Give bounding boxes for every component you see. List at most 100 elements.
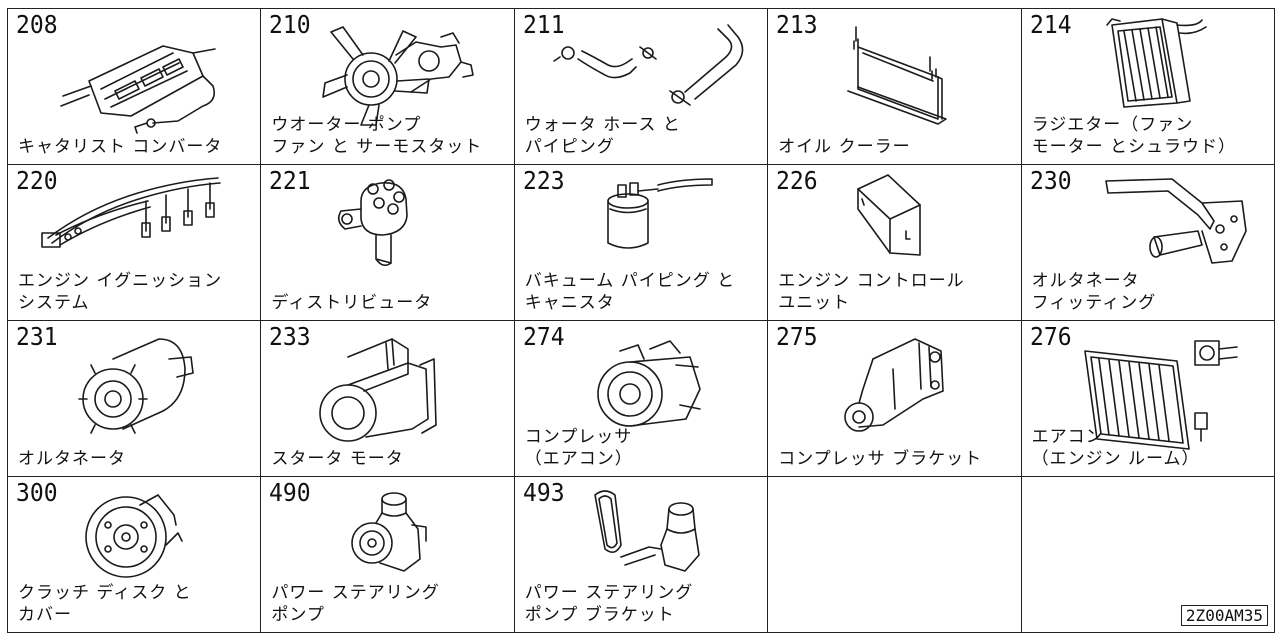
part-cell-490[interactable]: 490 パワー ステアリング ポンプ xyxy=(261,477,515,633)
part-code: 226 xyxy=(776,166,818,195)
oil-cooler-icon xyxy=(847,26,947,125)
part-label-line: エンジン イグニッション xyxy=(18,271,223,291)
part-label-line: キャニスタ xyxy=(524,293,615,313)
ac-condenser-icon xyxy=(1083,340,1238,450)
water-hose-icon xyxy=(552,24,744,106)
canister-icon xyxy=(606,178,713,249)
part-cell-230[interactable]: 230 オルタネータ フィッティング xyxy=(1021,165,1275,321)
part-cell-210[interactable]: 210 ウオーター ポンプ ファン と サーモスタット xyxy=(261,9,515,165)
part-label: オイル クーラー xyxy=(778,136,910,158)
part-cell-208[interactable]: 208 キャタリスト コンバータ xyxy=(8,9,262,165)
part-cell-300[interactable]: 300 クラッチ ディスク と カバー xyxy=(8,477,262,633)
part-cell-274[interactable]: 274 コンプレッサ （エアコン） xyxy=(514,321,769,477)
part-label-line: ユニット xyxy=(778,293,851,313)
part-code: 300 xyxy=(16,478,58,507)
part-label-line: フィッティング xyxy=(1031,293,1157,313)
part-code: 214 xyxy=(1029,10,1072,39)
part-label-line: パワー ステアリング xyxy=(271,583,440,603)
starter-motor-icon xyxy=(319,338,438,442)
empty-cell xyxy=(768,477,1022,633)
part-cell-220[interactable]: 220 エンジン イグニッション システム xyxy=(8,165,262,321)
part-label-line: ウオーター ポンプ xyxy=(271,115,422,135)
part-label-line: ディストリビュータ xyxy=(271,293,433,313)
part-label-line: バキューム パイピング と xyxy=(524,271,736,291)
part-cell-226[interactable]: 226 エンジン コントロール ユニット xyxy=(768,165,1022,321)
part-label-line: オルタネータ xyxy=(18,449,126,469)
part-code: 233 xyxy=(269,322,311,351)
part-label: エンジン コントロール ユニット xyxy=(778,270,964,314)
part-label: コンプレッサ （エアコン） xyxy=(525,426,633,470)
part-label-line: クラッチ ディスク と xyxy=(18,583,192,603)
distributor-icon xyxy=(338,179,409,267)
part-cell-231[interactable]: 231 オルタネータ xyxy=(8,321,262,477)
part-label-line: パイピング xyxy=(524,137,615,157)
part-label-line: エンジン コントロール xyxy=(778,271,965,291)
radiator-icon xyxy=(1105,18,1207,108)
part-cell-221[interactable]: 221 ディストリビュータ xyxy=(261,165,515,321)
alternator-icon xyxy=(78,338,194,434)
part-label-line: キャタリスト コンバータ xyxy=(18,137,223,157)
part-code: 230 xyxy=(1029,166,1072,195)
part-label-line: エアコン xyxy=(1031,427,1104,447)
ac-compressor-icon xyxy=(596,340,701,427)
part-cell-211[interactable]: 211 ウォータ ホース と パイピング xyxy=(514,9,769,165)
part-code: 221 xyxy=(269,166,311,195)
part-label: エアコン （エンジン ルーム） xyxy=(1032,426,1200,470)
part-code: 276 xyxy=(1029,322,1072,351)
part-label: ウオーター ポンプ ファン と サーモスタット xyxy=(271,114,482,158)
part-cell-275[interactable]: 275 コンプレッサ ブラケット xyxy=(768,321,1022,477)
part-cell-214[interactable]: 214 ラジエター（ファン モーター とシュラウド） xyxy=(1021,9,1275,165)
drawing-id: 2Z00AM35 xyxy=(1180,605,1268,626)
catalytic-converter-icon xyxy=(60,45,216,134)
part-label-line: コンプレッサ xyxy=(524,427,633,447)
part-label: パワー ステアリング ポンプ xyxy=(271,582,439,626)
part-code: 213 xyxy=(776,10,818,39)
part-cell-223[interactable]: 223 バキューム パイピング と キャニスタ xyxy=(514,165,769,321)
pump-bracket-icon xyxy=(593,490,700,572)
clutch-disc-cover-icon xyxy=(85,494,183,578)
part-cell-233[interactable]: 233 スタータ モータ xyxy=(261,321,515,477)
part-code: 274 xyxy=(522,322,565,351)
part-label-line: コンプレッサ ブラケット xyxy=(778,449,983,469)
part-code: 231 xyxy=(16,322,58,351)
part-cell-276[interactable]: 276 エアコン （エンジン ルーム） xyxy=(1021,321,1275,477)
part-label: オルタネータ フィッティング xyxy=(1032,270,1157,314)
part-label: ディストリビュータ xyxy=(271,292,432,314)
part-cell-493[interactable]: 493 パワー ステアリング ポンプ ブラケット xyxy=(514,477,769,633)
alternator-bracket-icon xyxy=(1104,178,1247,264)
parts-catalog-grid: 208 キャタリスト コンバータ 210 ウオーター ポンプ ファン xyxy=(7,8,1275,633)
part-label: パワー ステアリング ポンプ ブラケット xyxy=(525,582,693,626)
part-code: 208 xyxy=(16,10,58,39)
part-label: バキューム パイピング と キャニスタ xyxy=(525,270,735,314)
part-label: スタータ モータ xyxy=(271,448,403,470)
part-cell-213[interactable]: 213 オイル クーラー xyxy=(768,9,1022,165)
ignition-wires-icon xyxy=(41,177,221,248)
part-label-line: システム xyxy=(18,293,90,313)
part-label-line: オルタネータ xyxy=(1031,271,1140,291)
engine-control-unit-icon xyxy=(857,174,921,256)
part-label-line: ファン と サーモスタット xyxy=(271,137,483,157)
part-label: クラッチ ディスク と カバー xyxy=(18,582,192,626)
part-label-line: （エアコン） xyxy=(524,449,633,469)
part-label-line: ポンプ ブラケット xyxy=(524,605,675,625)
part-label-line: ラジエター（ファン xyxy=(1031,115,1194,135)
part-label: オルタネータ xyxy=(18,448,126,470)
part-code: 275 xyxy=(776,322,818,351)
part-code: 493 xyxy=(522,478,565,507)
part-label: ウォータ ホース と パイピング xyxy=(525,114,681,158)
part-label: コンプレッサ ブラケット xyxy=(778,448,982,470)
part-label-line: オイル クーラー xyxy=(778,137,911,157)
part-code: 223 xyxy=(522,166,565,195)
part-code: 490 xyxy=(269,478,311,507)
empty-cell: 2Z00AM35 xyxy=(1021,477,1275,633)
compressor-bracket-icon xyxy=(844,338,944,432)
part-label-line: ポンプ xyxy=(271,605,325,625)
part-label: キャタリスト コンバータ xyxy=(18,136,222,158)
part-label-line: ウォータ ホース と xyxy=(524,115,681,135)
part-label-line: パワー ステアリング xyxy=(524,583,694,603)
part-label-line: カバー xyxy=(18,605,72,625)
water-pump-fan-icon xyxy=(322,26,475,126)
part-label: ラジエター（ファン モーター とシュラウド） xyxy=(1032,114,1236,158)
part-label-line: スタータ モータ xyxy=(271,449,404,469)
part-label-line: （エンジン ルーム） xyxy=(1031,449,1200,469)
